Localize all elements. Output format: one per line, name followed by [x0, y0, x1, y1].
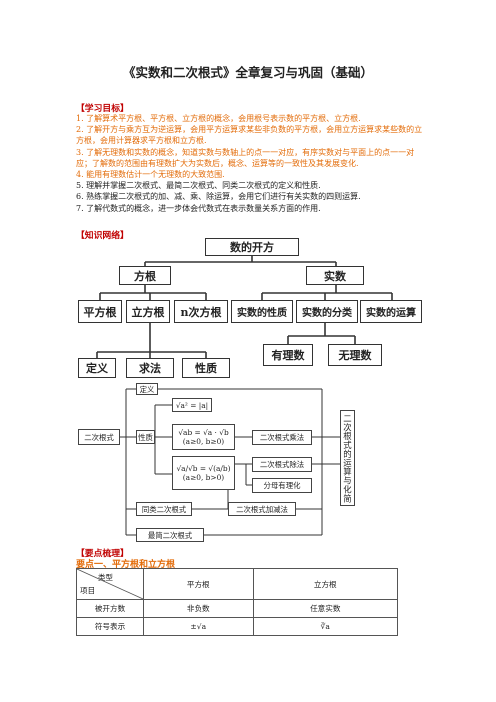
node-cube-root: 立方根	[126, 300, 170, 323]
table-cell: ±√a	[143, 617, 254, 636]
node-property: 性质	[182, 358, 230, 378]
objectives-list: 1. 了解算术平方根、平方根、立方根的概念，会用根号表示数的平方根、立方根. 2…	[76, 113, 426, 214]
node-similar-roots: 同类二次根式	[136, 502, 192, 516]
table-corner-cell: 类型 项目	[76, 568, 144, 600]
node-definition: 定义	[78, 358, 116, 378]
node-real-classification: 实数的分类	[296, 300, 358, 323]
formula-product: √ab = √a · √b (a≥0, b≥0)	[172, 424, 235, 450]
objective-item: 6. 熟练掌握二次根式的加、减、乘、除运算，会用它们进行有关实数的四则运算.	[76, 192, 361, 202]
key-points-heading: 【要点梳理】	[76, 549, 129, 559]
node-real-number: 实数	[306, 266, 364, 285]
node-method: 求法	[126, 358, 174, 378]
formula-quotient: √a/√b = √(a/b) (a≥0, b>0)	[172, 456, 235, 490]
node-quadratic-root: 二次根式	[78, 429, 120, 445]
table-cell: 非负数	[143, 599, 254, 618]
formula-product-main: √ab = √a · √b	[178, 428, 229, 437]
diagonal-line	[77, 569, 143, 599]
formula-product-cond: (a≥0, b≥0)	[182, 437, 225, 446]
objective-item: 5. 理解并掌握二次根式、最简二次根式、同类二次根式的定义和性质.	[76, 181, 321, 191]
row-label: 符号表示	[76, 617, 144, 636]
node-irrational: 无理数	[328, 344, 382, 366]
node-multiplication: 二次根式乘法	[252, 430, 312, 445]
node-add-sub: 二次根式加减法	[228, 502, 296, 516]
node-simplest: 最简二次根式	[136, 528, 204, 542]
formula-quotient-cond: (a≥0, b>0)	[182, 473, 225, 482]
node-fanggen: 方根	[119, 266, 171, 285]
formula-abs: √a² = |a|	[172, 398, 212, 412]
objective-item: 3. 了解无理数和实数的概念，知道实数与数轴上的点一一对应，有序实数对与平面上的…	[76, 147, 415, 168]
node-rationalize: 分母有理化	[252, 478, 312, 493]
node-nature: 性质	[136, 430, 155, 444]
corner-top-label: 类型	[97, 573, 113, 582]
table-row: 被开方数 非负数 任意实数	[76, 599, 398, 618]
corner-bottom-label: 项目	[80, 586, 96, 595]
formula-quotient-main: √a/√b = √(a/b)	[176, 464, 231, 473]
col-header-cube-root: 立方根	[252, 568, 398, 600]
point1-heading: 要点一、平方根和立方根	[76, 560, 176, 570]
node-root: 数的开方	[205, 238, 299, 256]
objective-item: 1. 了解算术平方根、平方根、立方根的概念，会用根号表示数的平方根、立方根.	[76, 114, 361, 123]
objective-item: 4. 能用有理数估计一个无理数的大致范围.	[76, 170, 225, 180]
node-operations-simplify: 二次根式的运算与化简	[340, 410, 355, 506]
table-cell: 任意实数	[252, 599, 398, 618]
node-real-properties: 实数的性质	[231, 300, 293, 323]
network-heading: 【知识网络】	[76, 231, 129, 241]
page-title: 《实数和二次根式》全章复习与巩固（基础）	[122, 65, 373, 80]
node-def2: 定义	[136, 383, 158, 395]
node-square-root: 平方根	[78, 300, 122, 323]
objectives-heading: 【学习目标】	[76, 104, 129, 114]
node-real-operations: 实数的运算	[360, 300, 422, 323]
col-header-square-root: 平方根	[143, 568, 254, 600]
table-row: 符号表示 ±√a ∛a	[76, 617, 398, 636]
row-label: 被开方数	[76, 599, 144, 618]
node-division: 二次根式除法	[252, 457, 312, 472]
roots-table: 类型 项目 平方根 立方根 被开方数 非负数 任意实数 符号表示 ±√a ∛a	[76, 568, 398, 636]
node-nth-root: n次方根	[174, 300, 228, 323]
objective-item: 7. 了解代数式的概念，进一步体会代数式在表示数量关系方面的作用.	[76, 203, 321, 213]
node-rational: 有理数	[263, 344, 313, 366]
objective-item: 2. 了解开方与乘方互为逆运算，会用平方运算求某些非负数的平方根，会用立方运算求…	[76, 125, 423, 146]
table-cell: ∛a	[252, 617, 398, 636]
